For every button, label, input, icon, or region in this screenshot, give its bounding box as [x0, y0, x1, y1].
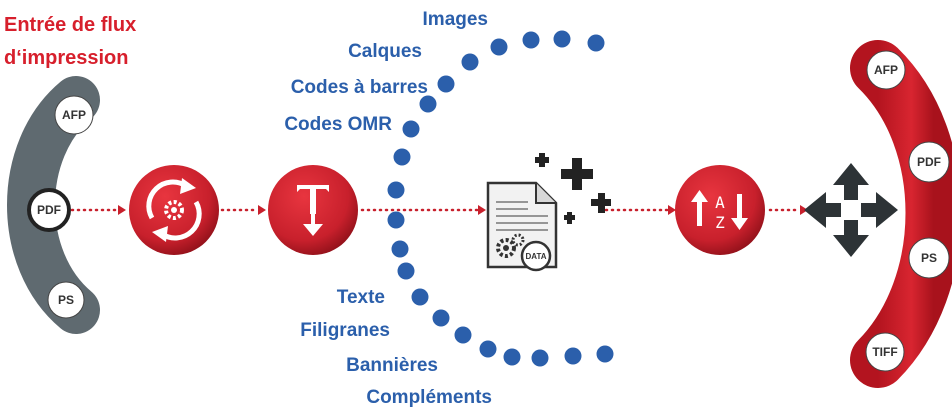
- output-format-ps: PS: [908, 237, 950, 279]
- feature-dot: [553, 30, 571, 48]
- feature-dot: [564, 347, 582, 365]
- input-format-afp: AFP: [54, 95, 94, 135]
- feature-filigranes: Filigranes: [300, 320, 390, 341]
- feature-dot: [461, 53, 479, 71]
- input-title-line2: d‘impression: [4, 47, 128, 69]
- output-format-pdf: PDF: [908, 141, 950, 183]
- input-format-label: PS: [58, 293, 74, 307]
- input-format-label: AFP: [62, 108, 86, 122]
- refresh-gear-icon: [129, 165, 219, 255]
- input-title-line1: Entrée de flux: [4, 14, 136, 36]
- output-format-band: [850, 40, 952, 388]
- output-format-tiff: TIFF: [865, 332, 905, 372]
- plus-icon: [591, 193, 611, 213]
- feature-dot: [397, 262, 415, 280]
- feature-bannieres: Bannières: [346, 355, 438, 376]
- feature-dot: [490, 38, 508, 56]
- output-format-label: AFP: [874, 63, 898, 77]
- svg-text:A: A: [715, 193, 725, 212]
- plus-icon: [561, 158, 593, 190]
- feature-dot: [437, 75, 455, 93]
- feature-dot: [387, 181, 405, 199]
- output-format-afp: AFP: [866, 50, 906, 90]
- feature-dot: [587, 34, 605, 52]
- feature-dot: [531, 349, 549, 367]
- output-format-label: PDF: [917, 155, 941, 169]
- feature-dot: [503, 348, 521, 366]
- output-format-label: PS: [921, 251, 937, 265]
- feature-complements: Compléments: [366, 387, 492, 408]
- feature-dot: [393, 148, 411, 166]
- plus-icon: [535, 153, 549, 167]
- output-format-label: TIFF: [872, 345, 897, 359]
- feature-dot: [411, 288, 429, 306]
- plus-icon: [564, 212, 575, 224]
- feature-dot: [454, 326, 472, 344]
- input-format-pdf: PDF: [27, 188, 71, 232]
- sort-az-icon: A Z: [675, 165, 765, 255]
- feature-calques: Calques: [348, 41, 422, 62]
- feature-dot: [522, 31, 540, 49]
- text-transform-icon: [268, 165, 358, 255]
- document-data-label: DATA: [525, 252, 546, 261]
- feature-codes-omr: Codes OMR: [284, 114, 392, 135]
- input-format-label: PDF: [37, 203, 61, 217]
- feature-texte: Texte: [337, 287, 385, 308]
- feature-dot-arc: [387, 30, 614, 367]
- document-data-icon: DATA: [486, 181, 558, 272]
- feature-codes-barres: Codes à barres: [291, 77, 428, 98]
- feature-images: Images: [423, 9, 488, 30]
- feature-dot: [419, 95, 437, 113]
- feature-dot: [596, 345, 614, 363]
- feature-dot: [387, 211, 405, 229]
- svg-text:Z: Z: [715, 213, 725, 232]
- feature-dot: [479, 340, 497, 358]
- input-format-ps: PS: [47, 281, 85, 319]
- feature-dot: [402, 120, 420, 138]
- feature-dot: [432, 309, 450, 327]
- distribute-arrows-icon: [804, 163, 898, 257]
- feature-dot: [391, 240, 409, 258]
